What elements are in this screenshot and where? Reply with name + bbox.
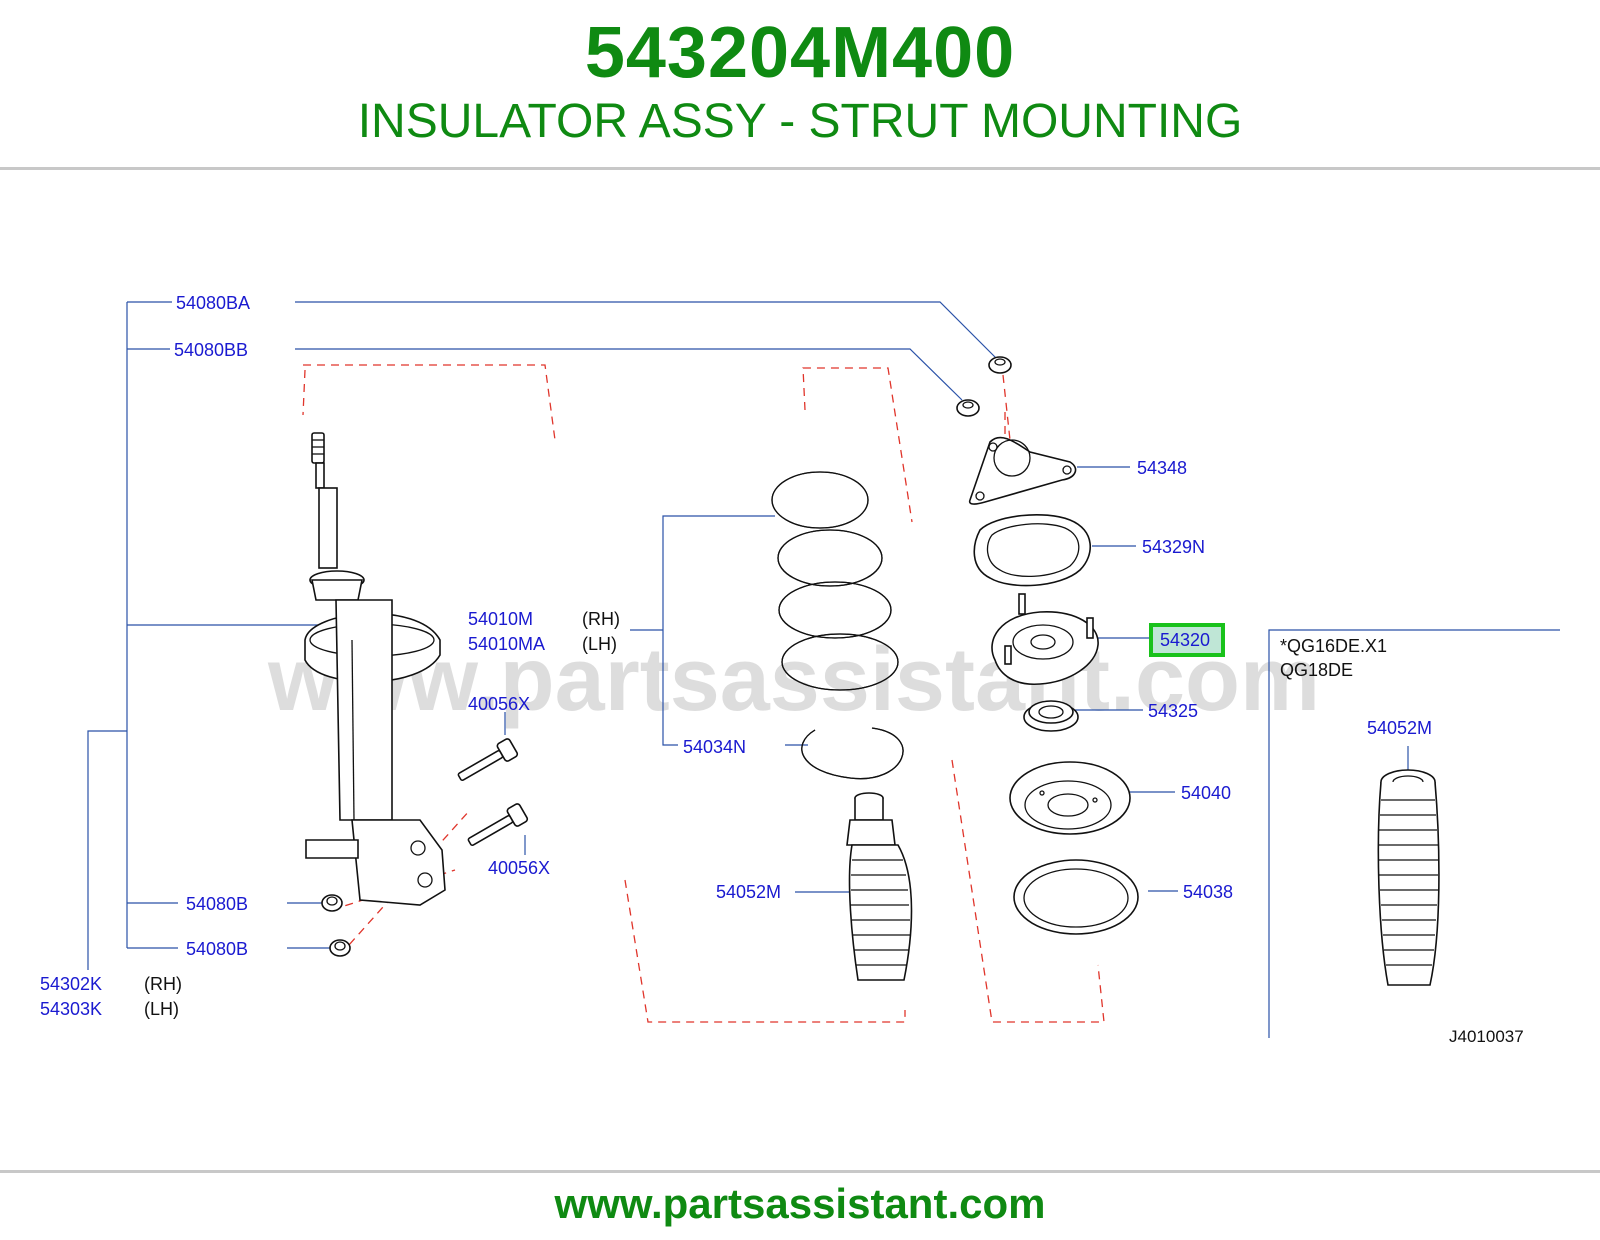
callout-54302K-side: (RH) (144, 974, 182, 994)
callout-54303K[interactable]: 54303K (40, 999, 102, 1019)
strut-assembly-drawing (304, 432, 529, 957)
callout-54080BB[interactable]: 54080BB (174, 340, 248, 360)
leader-lines (87, 301, 1560, 1038)
part-name-subtitle: INSULATOR ASSY - STRUT MOUNTING (357, 95, 1243, 148)
part-number-title: 543204M400 (584, 13, 1016, 93)
callout-54325[interactable]: 54325 (1148, 701, 1198, 721)
dust-boot-variant-drawing (1377, 769, 1440, 986)
bump-stop-center-drawing (846, 792, 913, 981)
callout-54034N[interactable]: 54034N (683, 737, 746, 757)
callout-54303K-side: (LH) (144, 999, 179, 1019)
page-header: 543204M400 INSULATOR ASSY - STRUT MOUNTI… (0, 0, 1600, 170)
callout-40056X-lower[interactable]: 40056X (488, 858, 550, 878)
diagram-code: J4010037 (1449, 1027, 1524, 1046)
footer-url[interactable]: www.partsassistant.com (554, 1180, 1046, 1227)
callout-54052M-center[interactable]: 54052M (716, 882, 781, 902)
callout-54010MA[interactable]: 54010MA (468, 634, 545, 654)
callout-40056X-upper[interactable]: 40056X (468, 694, 530, 714)
coil-spring-drawing (771, 471, 904, 780)
top-mount-stack-drawing (956, 356, 1139, 935)
callout-labels: 54080BA 54080BB 54348 54329N 54320 54325… (40, 293, 1524, 1046)
callout-54080B-upper[interactable]: 54080B (186, 894, 248, 914)
callout-54302K[interactable]: 54302K (40, 974, 102, 994)
callout-54052M-right[interactable]: 54052M (1367, 718, 1432, 738)
callout-54320[interactable]: 54320 (1160, 630, 1210, 650)
callout-54329N[interactable]: 54329N (1142, 537, 1205, 557)
highlighted-part-box[interactable] (1149, 623, 1225, 657)
engine-note-line2: QG18DE (1280, 660, 1353, 680)
callout-54080BA[interactable]: 54080BA (176, 293, 250, 313)
callout-54010M-side: (RH) (582, 609, 620, 629)
watermark-text: www.partsassistant.com (267, 630, 1320, 730)
callout-54080B-lower[interactable]: 54080B (186, 939, 248, 959)
assembly-dashed-lines (302, 364, 1105, 1023)
footer-divider (0, 1170, 1600, 1173)
engine-note-line1: *QG16DE.X1 (1280, 636, 1387, 656)
callout-54010M[interactable]: 54010M (468, 609, 533, 629)
header-divider (0, 167, 1600, 170)
callout-54040[interactable]: 54040 (1181, 783, 1231, 803)
callout-54038[interactable]: 54038 (1183, 882, 1233, 902)
callout-54348[interactable]: 54348 (1137, 458, 1187, 478)
callout-54010MA-side: (LH) (582, 634, 617, 654)
